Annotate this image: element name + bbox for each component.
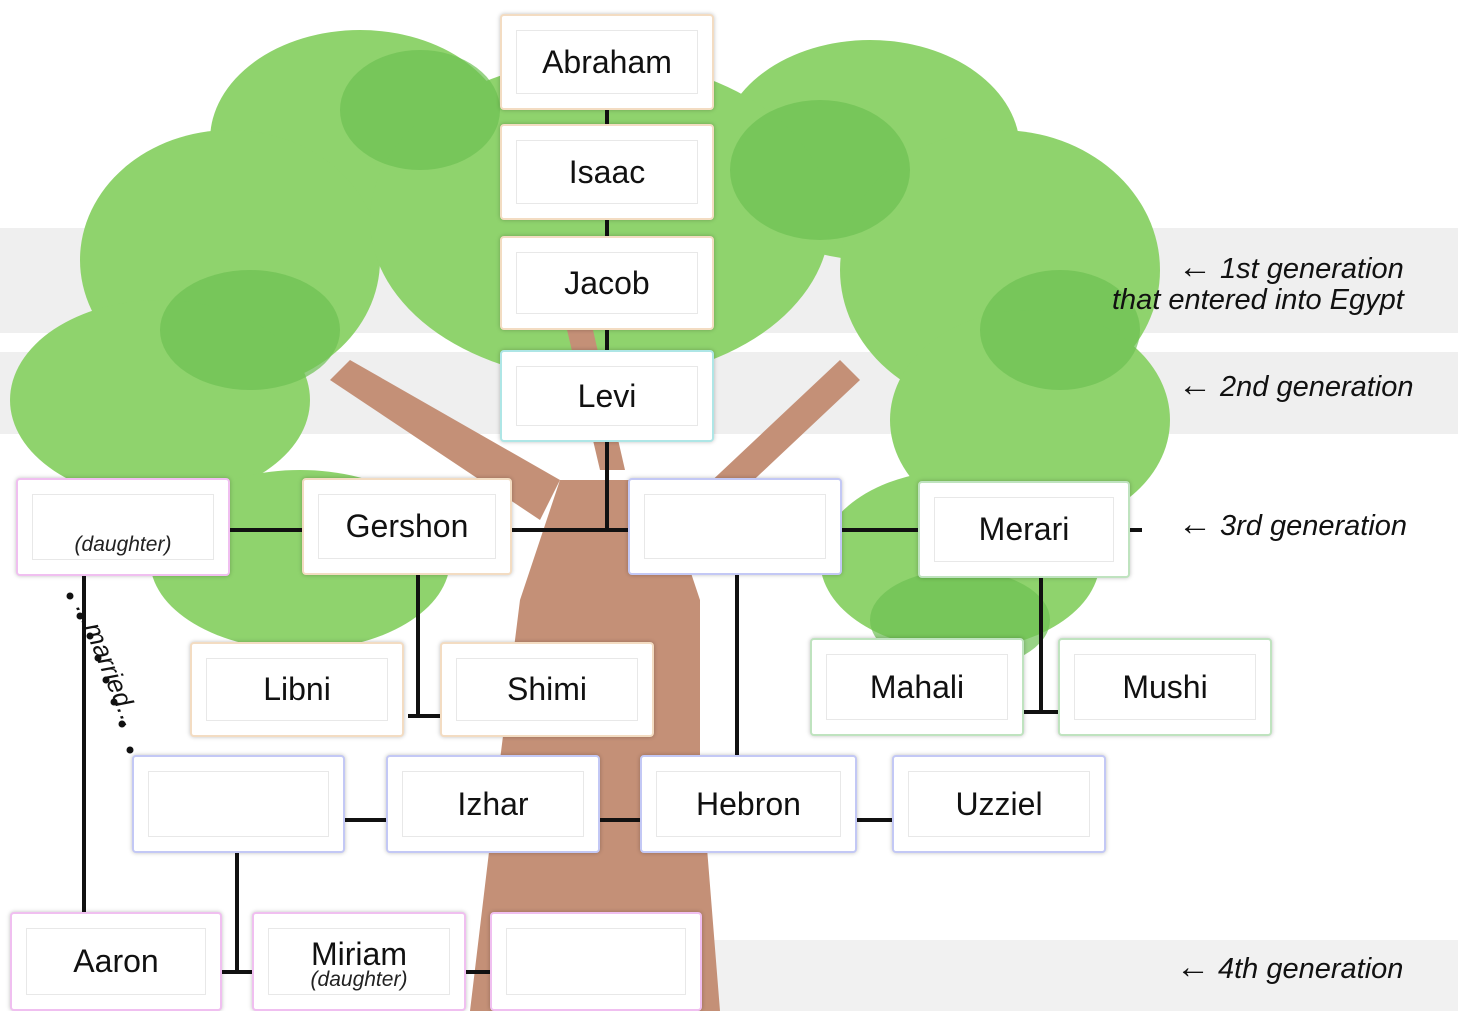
person-name: [630, 480, 840, 573]
person-box-moses-blank: [490, 912, 702, 1011]
person-box-isaac: Isaac: [500, 124, 714, 220]
person-box-shimi: Shimi: [440, 642, 654, 737]
left-arrow-icon: ←: [1178, 366, 1212, 404]
person-name: Shimi: [506, 671, 587, 707]
gen-text: 1st generation: [1220, 253, 1404, 285]
gen-text: 3rd generation: [1220, 510, 1408, 542]
person-box-hebron: Hebron: [640, 755, 857, 853]
gen-label-1st-line2: that entered into Egypt: [1112, 284, 1404, 316]
gen-text: 2nd generation: [1220, 371, 1414, 403]
person-box-levi: Levi: [500, 350, 714, 442]
person-name: [18, 480, 228, 574]
foliage-shade: [160, 50, 1140, 670]
left-arrow-icon: ←: [1178, 248, 1212, 286]
person-name: Abraham: [542, 43, 672, 80]
person-box-mahali: Mahali: [810, 638, 1024, 736]
person-name: Mushi: [1122, 668, 1208, 705]
person-name: Merari: [978, 511, 1070, 547]
person-box-abraham: Abraham: [500, 14, 714, 110]
person-name: [134, 757, 343, 851]
person-box-aaron: Aaron: [10, 912, 222, 1011]
person-name: Aaron: [73, 943, 159, 979]
person-name: Gershon: [345, 508, 469, 544]
person-box-kohath-blank: [628, 478, 842, 575]
person-box-izhar: Izhar: [386, 755, 600, 853]
gen-label-3rd: ←3rd generation: [1178, 505, 1407, 544]
person-name: Mahali: [869, 668, 965, 705]
person-name: Uzziel: [955, 785, 1043, 822]
person-name: Izhar: [457, 785, 529, 822]
person-name: Jacob: [564, 264, 650, 301]
gen-text: 4th generation: [1218, 953, 1404, 985]
person-box-gershon: Gershon: [302, 478, 512, 575]
person-name: Miriam: [311, 936, 407, 972]
person-name: Hebron: [696, 785, 801, 822]
person-box-amram-blank: [132, 755, 345, 853]
person-box-mushi: Mushi: [1058, 638, 1272, 736]
daughter-note: (daughter): [74, 533, 172, 556]
person-name: Libni: [263, 671, 331, 707]
person-box-jacob: Jacob: [500, 236, 714, 330]
person-box-merari: Merari: [918, 481, 1130, 578]
person-box-libni: Libni: [190, 642, 404, 737]
gen-label-1st: ←1st generation: [1178, 248, 1404, 287]
person-box-miriam: Miriam (daughter): [252, 912, 466, 1011]
daughter-note: (daughter): [310, 968, 408, 991]
person-box-daughter-gen3: (daughter): [16, 478, 230, 576]
band-gen4: [700, 940, 1458, 1011]
person-box-uzziel: Uzziel: [892, 755, 1106, 853]
person-name: Isaac: [568, 153, 646, 190]
person-name: [492, 914, 700, 1009]
left-arrow-icon: ←: [1176, 948, 1210, 986]
left-arrow-icon: ←: [1178, 505, 1212, 543]
person-name: Levi: [577, 377, 637, 414]
gen-label-2nd: ←2nd generation: [1178, 366, 1414, 405]
gen-label-4th: ←4th generation: [1176, 948, 1403, 987]
